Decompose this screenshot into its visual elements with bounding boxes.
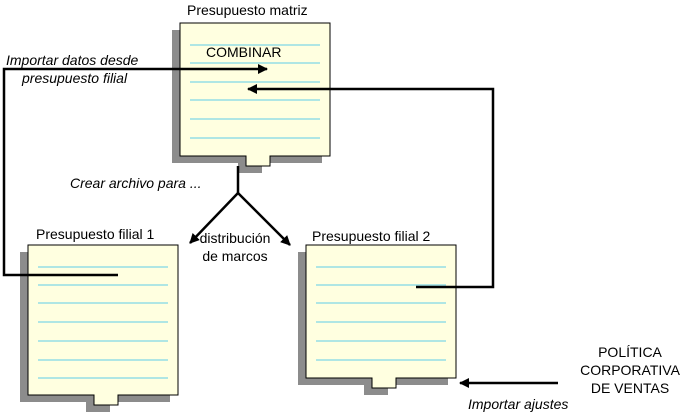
doc-matriz-lines (190, 44, 320, 139)
label-crear-archivo: Crear archivo para ... (70, 175, 202, 191)
label-importar-ajustes: Importar ajustes (468, 396, 569, 412)
label-importar-datos-2: presupuesto filial (22, 70, 128, 86)
label-politica-3: DE VENTAS (590, 380, 670, 396)
doc-filial2 (298, 244, 457, 395)
label-politica-1: POLÍTICA (598, 344, 662, 360)
connector-filial1-to-matriz (2, 64, 268, 277)
label-distribucion-1: distribución (199, 230, 271, 246)
doc-filial1-lines (38, 266, 168, 379)
doc-filial1 (20, 244, 179, 412)
doc-matriz-inner-label: COMBINAR (206, 44, 282, 60)
doc-filial2-title: Presupuesto filial 2 (312, 228, 431, 244)
connector-filial2-to-matriz (247, 84, 495, 289)
doc-filial2-page (305, 244, 457, 389)
distribution-fork (189, 166, 291, 246)
label-politica-2: CORPORATIVA (580, 362, 680, 378)
doc-matriz (172, 22, 331, 173)
doc-matriz-title: Presupuesto matriz (187, 2, 308, 18)
label-distribucion-2: de marcos (202, 248, 268, 264)
label-importar-datos-1: Importar datos desde (6, 52, 139, 68)
doc-filial2-lines (316, 266, 446, 361)
doc-matriz-page (179, 22, 331, 167)
doc-filial1-title: Presupuesto filial 1 (36, 226, 155, 242)
doc-filial1-page (27, 244, 179, 406)
